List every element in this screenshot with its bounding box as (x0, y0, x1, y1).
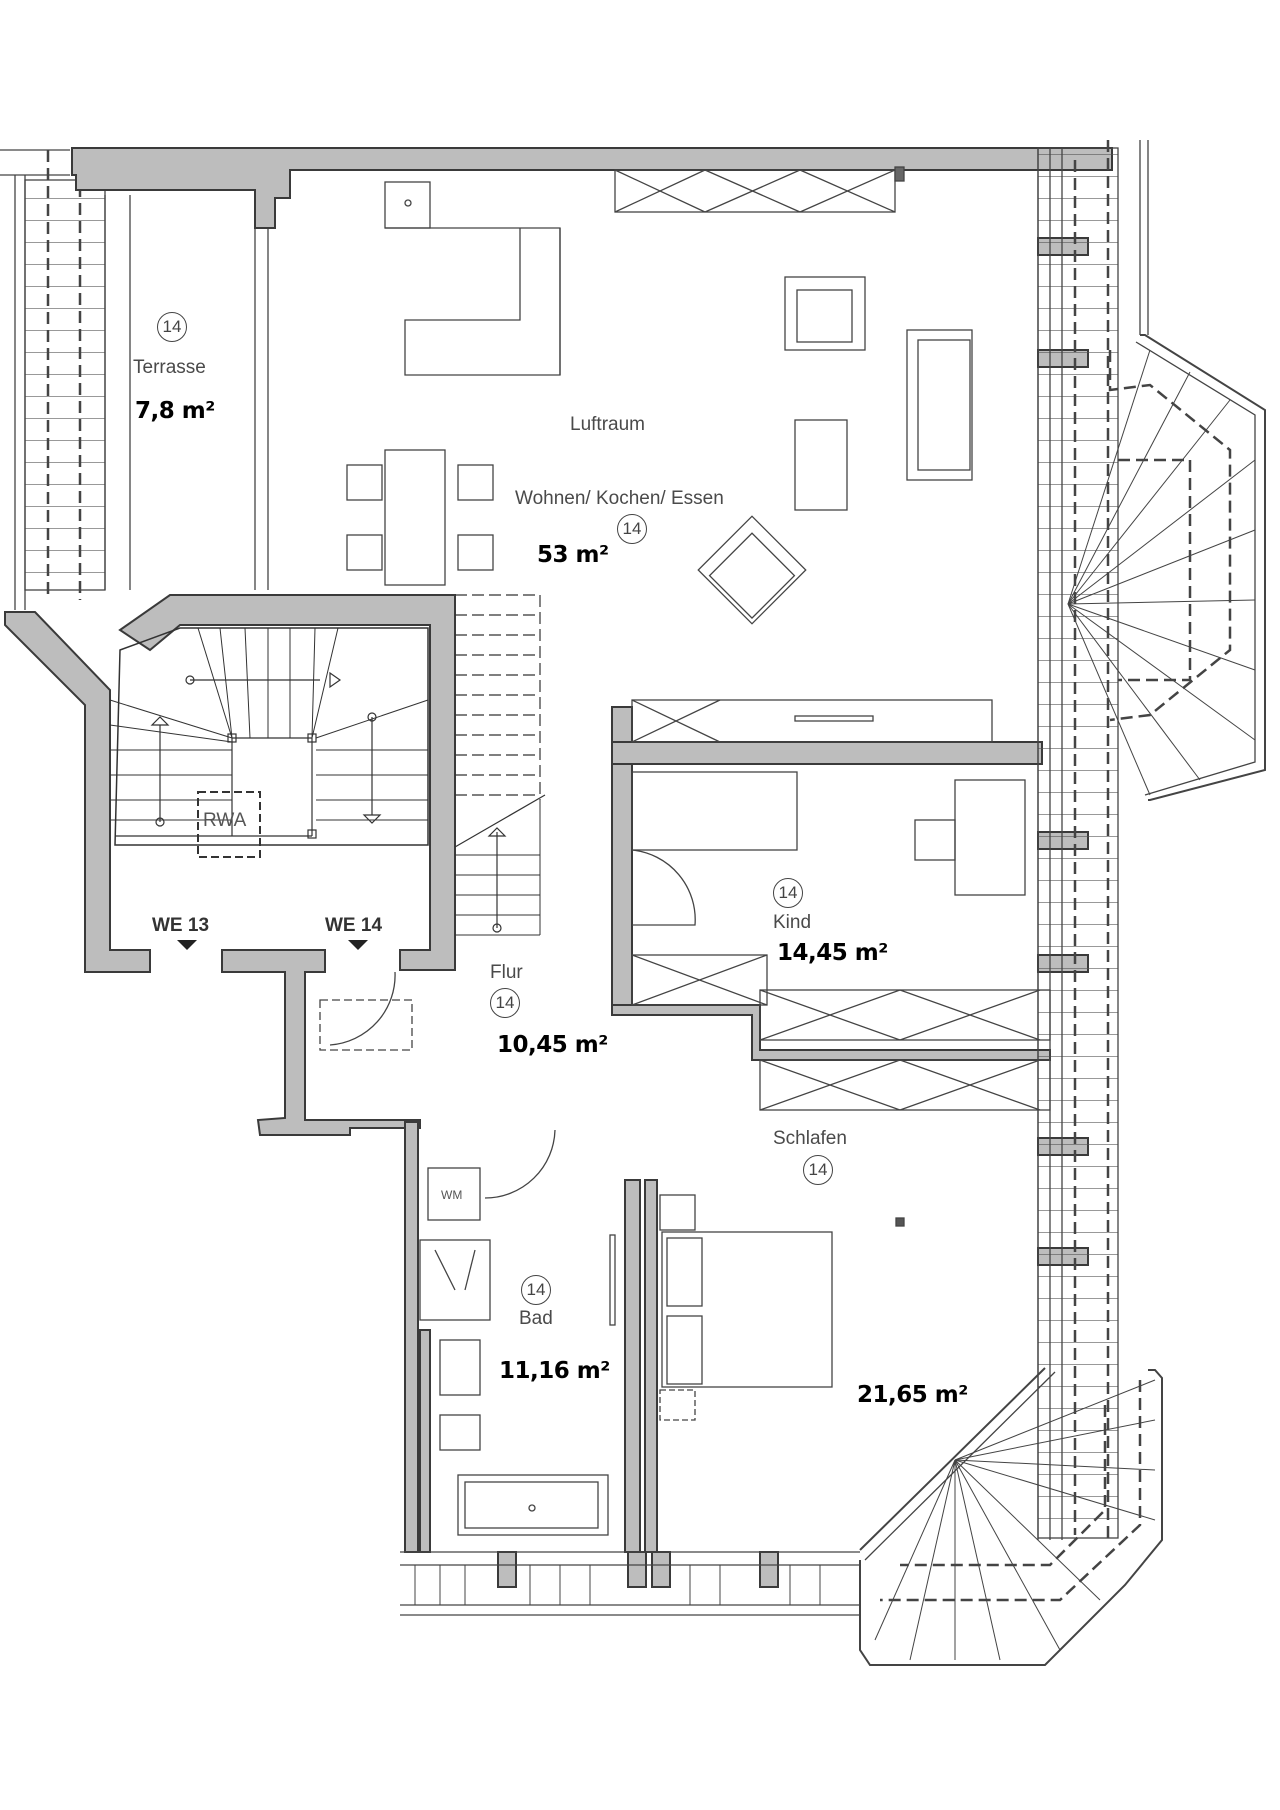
entrance-label-we14: WE 14 (325, 915, 383, 936)
washing-machine-label: WM (441, 1188, 463, 1202)
room-number-flur: 14 (490, 988, 520, 1018)
room-name-schlafen: Schlafen (773, 1128, 847, 1149)
roof-band-right (859, 140, 1266, 1666)
room-area-flur: 10,45 m² (497, 1032, 608, 1058)
entrance-label-we13: WE 13 (152, 915, 210, 936)
luftraum-label: Luftraum (570, 414, 645, 435)
furniture (319, 166, 1051, 1536)
room-number-bad: 14 (521, 1275, 551, 1305)
room-number-wohnen: 14 (617, 514, 647, 544)
room-name-wohnen: Wohnen/ Kochen/ Essen (515, 488, 724, 509)
room-area-bad: 11,16 m² (499, 1358, 610, 1384)
room-area-wohnen: 53 m² (537, 542, 609, 568)
room-number-schlafen: 14 (803, 1155, 833, 1185)
staircase (109, 594, 546, 936)
room-area-terrasse: 7,8 m² (135, 398, 215, 424)
room-number-terrasse: 14 (157, 312, 187, 342)
room-area-schlafen: 21,65 m² (857, 1382, 968, 1408)
room-name-bad: Bad (519, 1308, 553, 1329)
room-name-terrasse: Terrasse (133, 357, 206, 378)
room-name-kind: Kind (773, 912, 812, 933)
terrace-roof-left (0, 149, 269, 610)
rwa-label: RWA (203, 810, 247, 831)
roof-band-bottom (400, 1551, 860, 1616)
entrance-arrows (177, 940, 368, 950)
room-number-kind: 14 (773, 878, 803, 908)
room-name-flur: Flur (490, 962, 523, 983)
room-area-kind: 14,45 m² (777, 940, 888, 966)
